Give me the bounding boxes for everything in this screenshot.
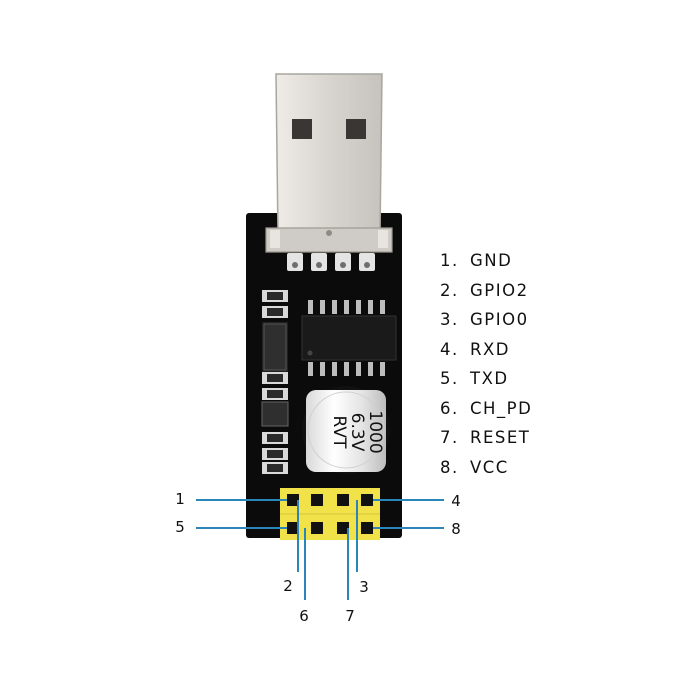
pin-number: 3. (440, 310, 459, 329)
usb-serial-chip (301, 300, 397, 376)
pin-legend-item: 3. GPIO0 (440, 305, 532, 335)
pin-legend-item: 2. GPIO2 (440, 276, 532, 306)
pin-name: GPIO2 (470, 280, 529, 300)
pin-legend-item: 5. TXD (440, 364, 532, 394)
pin-name: TXD (470, 369, 509, 388)
pin-legend: 1. GND 2. GPIO2 3. GPIO0 4. RXD 5. TXD 6. CH_P… (440, 246, 532, 482)
pin-number: 6. (440, 398, 459, 418)
header-pin-8 (361, 522, 373, 534)
pin-number: 1. (440, 251, 459, 270)
pin-number: 2. (440, 280, 459, 300)
header-pin-7 (337, 522, 349, 534)
callout-number-2: 2 (283, 577, 293, 595)
pin-number: 5. (440, 369, 459, 388)
header-pin-6 (311, 522, 323, 534)
callout-number-1: 1 (175, 490, 185, 508)
pin-name: RESET (470, 428, 531, 447)
header-pin-1 (287, 494, 299, 506)
usb-connector (265, 73, 393, 253)
pin-legend-item: 7. RESET (440, 423, 532, 453)
usb-window-left (292, 119, 312, 139)
header-pin-3 (337, 494, 349, 506)
pin-number: 4. (440, 339, 459, 359)
pin-legend-item: 6. CH_PD (440, 394, 532, 424)
pin-legend-item: 1. GND (440, 246, 532, 276)
pin-name: CH_PD (470, 398, 533, 418)
callout-number-4: 4 (451, 492, 461, 510)
capacitor-label-line1: 1000 (365, 410, 385, 453)
pin-legend-item: 4. RXD (440, 335, 532, 365)
header-pin-4 (361, 494, 373, 506)
header-pin-5 (287, 522, 299, 534)
usb-window-right (346, 119, 366, 139)
callout-number-3: 3 (359, 578, 369, 596)
header-pin-2 (311, 494, 323, 506)
leader-lines (196, 499, 444, 600)
usb-pads (287, 253, 375, 271)
capacitor-label-line3: RVT (329, 416, 349, 450)
callout-number-5: 5 (175, 518, 185, 536)
callout-number-7: 7 (345, 607, 355, 625)
pin-name: VCC (470, 457, 509, 477)
callout-number-6: 6 (299, 607, 309, 625)
pin-name: RXD (470, 339, 510, 359)
esp01-header (280, 488, 380, 540)
callout-number-8: 8 (451, 520, 461, 538)
pin-name: GPIO0 (470, 310, 529, 329)
capacitor-label-line2: 6.3V (347, 413, 367, 452)
pin-name: GND (470, 251, 513, 270)
pin-number: 8. (440, 457, 459, 477)
pin-number: 7. (440, 428, 459, 447)
smd-components (261, 290, 289, 474)
pin-legend-item: 8. VCC (440, 453, 532, 483)
electrolytic-capacitor: 1000 6.3V RVT (302, 386, 390, 474)
